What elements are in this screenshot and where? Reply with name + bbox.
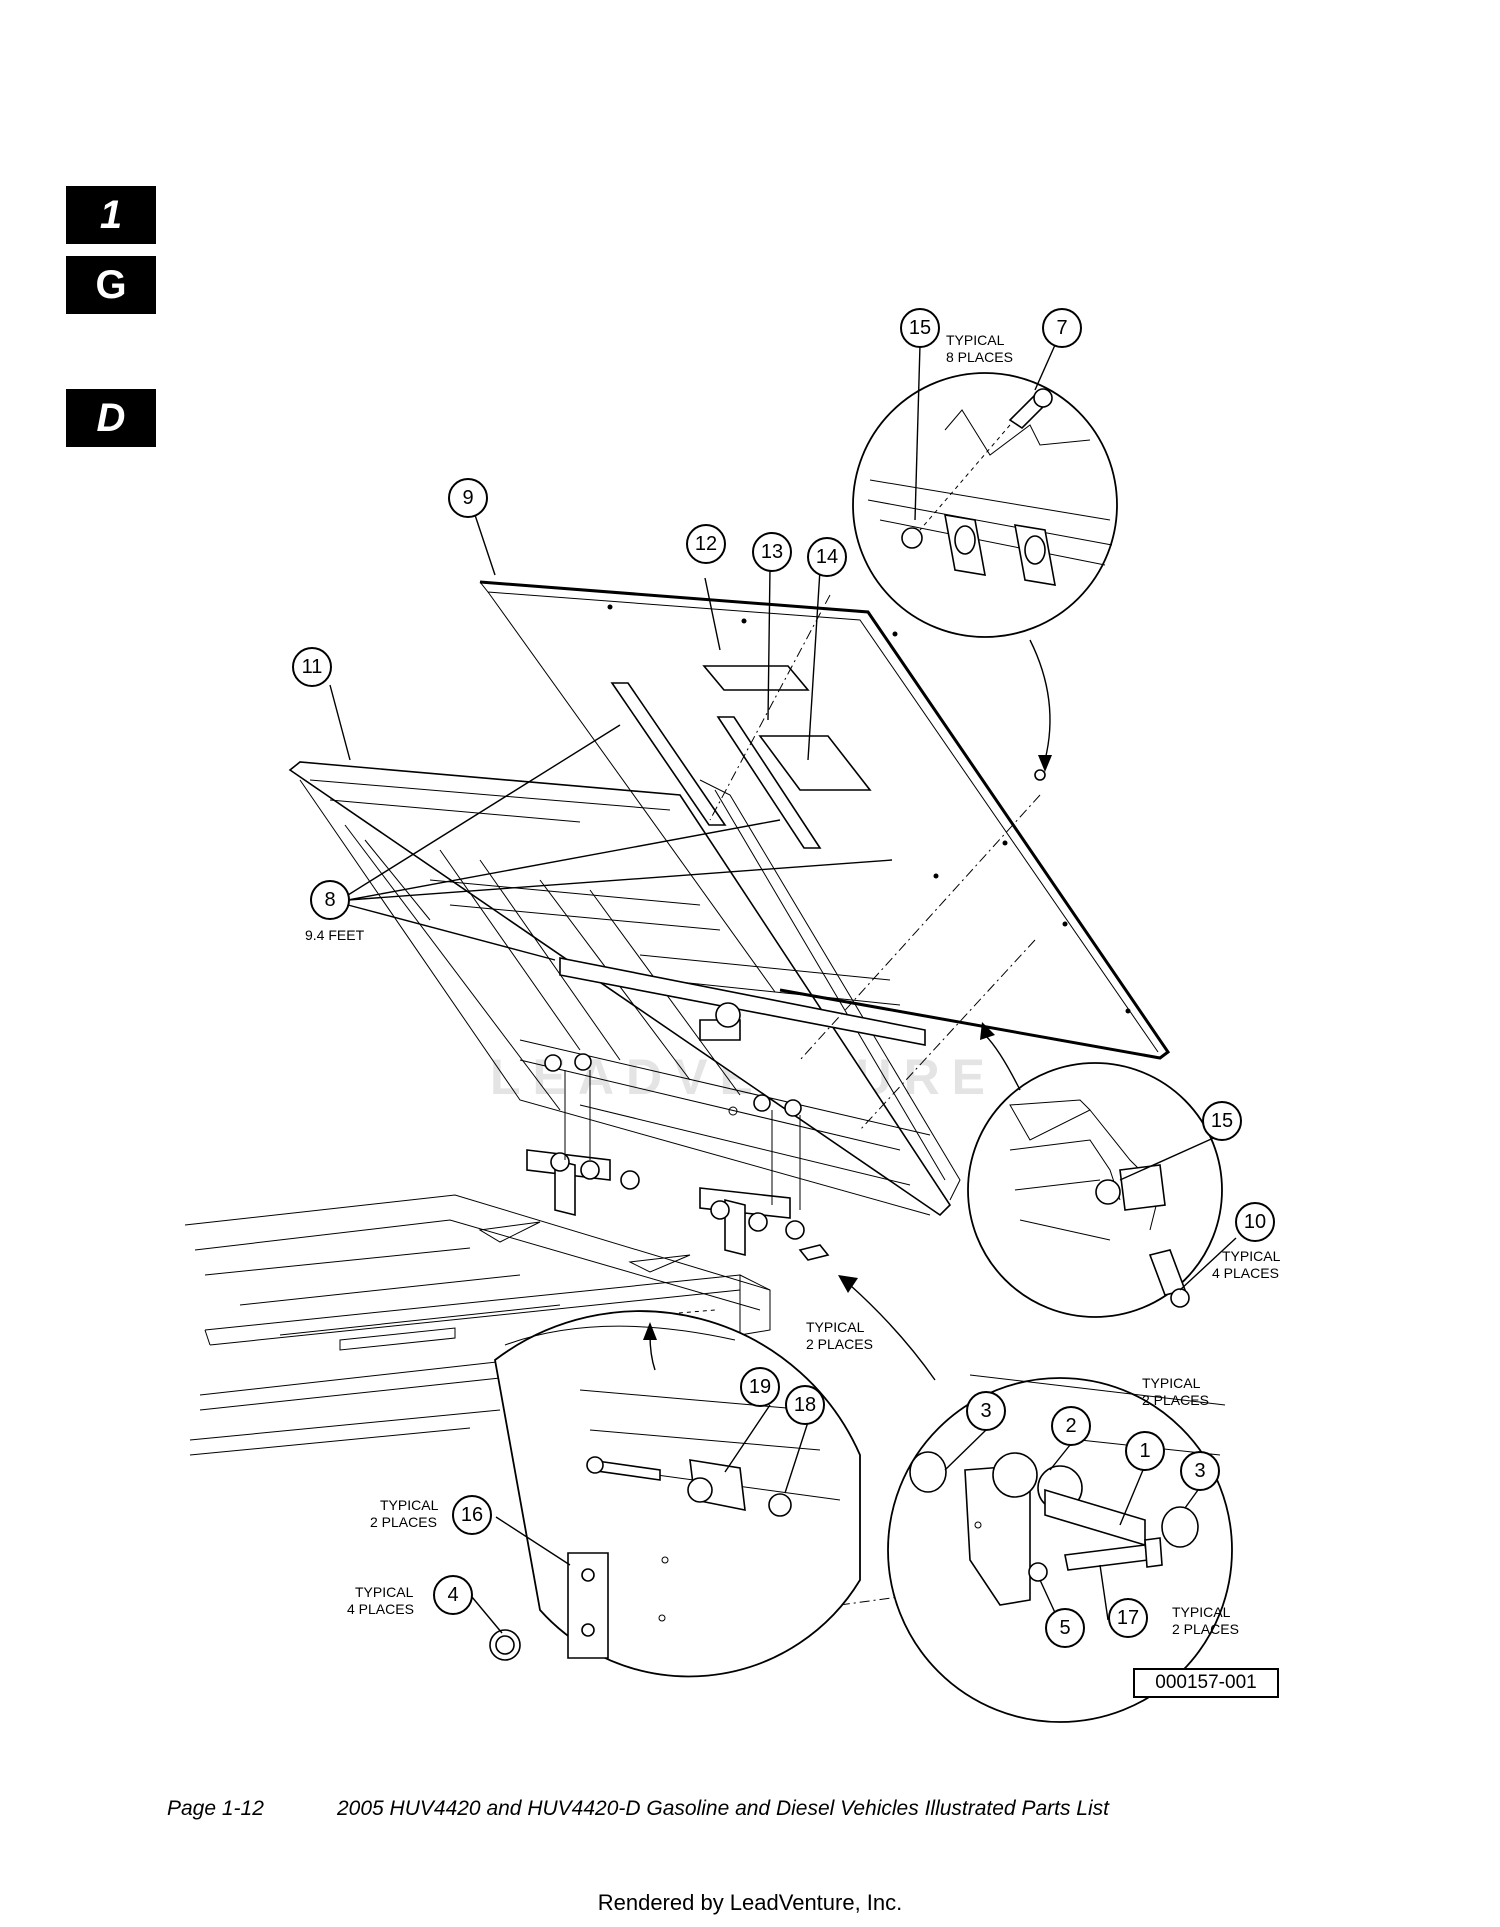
callout-16: 16 [452,1495,492,1535]
callout-3-right: 3 [1180,1451,1220,1491]
page-number: Page 1-12 [167,1797,264,1820]
truck-bed [184,1194,771,1456]
svg-text:8: 8 [324,889,335,911]
leader-detail-right [984,1034,1021,1091]
section-tab-g: G [66,256,156,314]
svg-text:3: 3 [1194,1460,1205,1482]
svg-text:14: 14 [816,546,838,568]
exploded-parts-diagram: 15 7 9 12 13 14 11 8 15 10 19 18 [184,308,1281,1723]
callout-10: 10 [1235,1202,1275,1242]
callout-14: 14 [807,537,847,577]
svg-text:7: 7 [1056,317,1067,339]
callout-1: 1 [1125,1431,1165,1471]
note-typical-4-a-line2: 4 PLACES [1212,1265,1279,1281]
callout-5: 5 [1045,1608,1085,1648]
runner-strips [610,665,872,849]
flange-nut [489,1629,521,1661]
detail-view-bottom-middle [494,1310,861,1678]
svg-text:15: 15 [909,317,931,339]
leader-detail-top [1029,639,1051,761]
callout-15-top: 15 [900,308,940,348]
svg-text:19: 19 [749,1376,771,1398]
arrow-detail-bottom-right [838,1275,858,1293]
arrow-detail-right [980,1022,995,1040]
bed-side-rail-frame [288,761,961,1217]
svg-text:1: 1 [1139,1440,1150,1462]
callout-3-left: 3 [966,1391,1006,1431]
note-typical-4-b-line2: 4 PLACES [347,1601,414,1617]
screw-head-top [1034,769,1046,781]
note-feet: 9.4 FEET [305,927,365,943]
callout-7: 7 [1042,308,1082,348]
svg-text:13: 13 [761,541,783,563]
callout-12: 12 [686,524,726,564]
callout-2: 2 [1051,1406,1091,1446]
note-typical-2-d-line1: TYPICAL [1172,1604,1231,1620]
note-typical-2-c-line1: TYPICAL [380,1497,439,1513]
note-typical-2-a-line2: 2 PLACES [806,1336,873,1352]
note-typical-8-line2: 8 PLACES [946,349,1013,365]
svg-text:4: 4 [447,1584,458,1606]
note-typical-8-line1: TYPICAL [946,332,1005,348]
callout-leaders [329,344,1237,1634]
section-tab-d: D [66,389,156,447]
svg-text:12: 12 [695,533,717,555]
callout-4: 4 [433,1575,473,1615]
render-credit: Rendered by LeadVenture, Inc. [597,1890,903,1915]
leader-detail-bottom-right [849,1284,936,1381]
arrow-detail-bottom [643,1322,657,1340]
svg-text:17: 17 [1117,1607,1139,1629]
callout-11: 11 [292,647,332,687]
note-typical-4-b-line1: TYPICAL [355,1584,414,1600]
hinge-plate [567,1552,609,1659]
note-typical-2-b-line1: TYPICAL [1142,1375,1201,1391]
svg-text:18: 18 [794,1394,816,1416]
callout-9: 9 [448,478,488,518]
callout-13: 13 [752,532,792,572]
svg-text:16: 16 [461,1504,483,1526]
callout-17: 17 [1108,1598,1148,1638]
svg-text:11: 11 [302,656,323,678]
svg-text:2: 2 [1065,1415,1076,1437]
svg-text:15: 15 [1211,1110,1233,1132]
callout-18: 18 [785,1385,825,1425]
detail-view-top [852,372,1118,638]
arrow-detail-top [1038,755,1052,772]
svg-text:3: 3 [980,1400,991,1422]
note-typical-2-a-line1: TYPICAL [806,1319,865,1335]
callout-8: 8 [310,880,350,920]
note-typical-2-c-line2: 2 PLACES [370,1514,437,1530]
callout-15-right: 15 [1202,1101,1242,1141]
svg-text:5: 5 [1059,1617,1070,1639]
note-typical-2-d-line2: 2 PLACES [1172,1621,1239,1637]
bed-hinges [526,1053,830,1261]
drawing-number: 000157-001 [1133,1668,1279,1698]
detail-view-right [967,1062,1223,1318]
bed-floor-panel [479,580,1171,1060]
svg-text:10: 10 [1244,1211,1266,1233]
callout-19: 19 [740,1367,780,1407]
bracket-typical-2 [504,1325,736,1346]
document-title: 2005 HUV4420 and HUV4420-D Gasoline and … [337,1797,1109,1820]
svg-text:9: 9 [462,487,473,509]
section-tab-1: 1 [66,186,156,244]
note-typical-2-b-line2: 2 PLACES [1142,1392,1209,1408]
note-typical-4-a-line1: TYPICAL [1222,1248,1281,1264]
